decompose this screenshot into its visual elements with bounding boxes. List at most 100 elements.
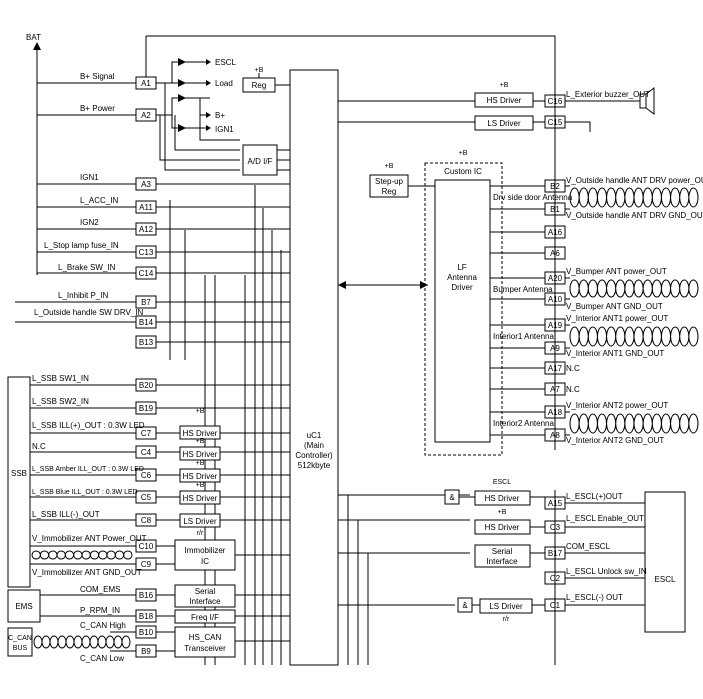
hs-driver-c6: HS Driver: [183, 472, 218, 481]
hs-driver-escl-label: HS Driver: [485, 494, 520, 503]
hscan-label-2: Transceiver: [184, 644, 226, 653]
pin-b16: B16: [135, 588, 157, 602]
load-label: Load: [215, 79, 233, 88]
c7-plusb: +B: [196, 408, 205, 415]
hs-driver-enable-label: HS Driver: [485, 523, 520, 532]
pin-label: B16: [139, 591, 154, 600]
ems-block: [7, 589, 41, 623]
pin-label: A2: [141, 111, 151, 120]
pin-label: B19: [139, 404, 154, 413]
nc2-label: N.C: [566, 385, 580, 394]
lf-label-3: Driver: [451, 283, 473, 292]
pin-b18: B18: [135, 609, 157, 623]
bat-label: BAT: [26, 33, 41, 42]
escl-small-label: ESCL: [493, 479, 511, 486]
c6-plusb: +B: [196, 460, 205, 467]
left-coils: [31, 550, 133, 649]
hs-top-plusb: +B: [500, 82, 509, 89]
pin-b14: B14: [135, 315, 157, 329]
ssb-block: [7, 376, 31, 588]
pin-c13: C13: [135, 245, 157, 259]
and-gate-1-label: &: [449, 493, 455, 502]
pin-label: A12: [139, 225, 154, 234]
escl-unlock-label: L_ESCL Unlock sw_IN: [566, 567, 647, 576]
pin-label: C9: [141, 560, 152, 569]
nc1-label: N.C: [566, 364, 580, 373]
b-signal-label: B+ Signal: [80, 72, 115, 81]
custom-ic-label: Custom IC: [444, 167, 482, 176]
escl-plus-label: L_ESCL(+)OUT: [566, 492, 623, 501]
ad-if-block: [242, 144, 278, 176]
diode-1: [178, 58, 186, 66]
right-connector-pins: C16C15B2B1A16A6A20A10A19A9A17A7A18A8A15C…: [544, 94, 566, 612]
and-gate-2-label: &: [462, 601, 468, 610]
lf-antenna-driver: [434, 179, 491, 443]
pin-b19: B19: [135, 401, 157, 415]
outside-gnd-label: V_Outside handle ANT DRV GND_OUT: [566, 211, 703, 220]
outside-pwr-label: V_Outside handle ANT DRV power_OUT: [566, 176, 703, 185]
serial-right-1: Serial: [492, 547, 513, 556]
pin-label: B9: [141, 647, 151, 656]
hs-driver-c4: HS Driver: [183, 450, 218, 459]
escl-minus-label: L_ESCL(-) OUT: [566, 593, 623, 602]
com-escl-label: COM_ESCL: [566, 542, 611, 551]
ssb-blue-label: L_SSB Blue ILL_OUT : 0.3W LED: [32, 489, 138, 496]
pin-a3: A3: [135, 177, 157, 191]
custom-ic-block: [424, 162, 503, 456]
ssb-ill-minus-label: L_SSB ILL(-)_OUT: [32, 510, 100, 519]
pin-label: C13: [139, 248, 154, 257]
serial-interface-left: [174, 584, 236, 608]
lf-output-wires: [490, 185, 545, 436]
serial-interface-right: [474, 544, 531, 568]
buzzer-icon: [639, 93, 647, 109]
hs-driver-c7: HS Driver: [183, 429, 218, 438]
ssb-sw2-label: L_SSB SW2_IN: [32, 397, 89, 406]
pin-c5: C5: [135, 490, 157, 504]
coil: [569, 279, 699, 298]
c8-gnd: r/r: [197, 530, 204, 537]
uc1-line1: uC1: [307, 431, 322, 440]
pin-label: B7: [141, 298, 151, 307]
pin-c8: C8: [135, 513, 157, 527]
pin-b20: B20: [135, 378, 157, 392]
int2-pwr-label: V_Interior ANT2 power_OUT: [566, 401, 668, 410]
bumper-antenna-label: Bumper Antenna: [493, 285, 553, 294]
pin-label: C7: [141, 429, 152, 438]
pin-label: C8: [141, 516, 152, 525]
left-signal-wires: [15, 82, 290, 652]
hs-can-transceiver: [174, 626, 236, 658]
serial-right-2: Interface: [486, 557, 518, 566]
ls-driver-escl-label: LS Driver: [489, 602, 523, 611]
brake-label: L_Brake SW_IN: [58, 263, 116, 272]
drv-antenna-label: Drv side door Antenna: [493, 193, 573, 202]
escl-block-label: ESCL: [655, 575, 676, 584]
bat-arrowhead: [33, 42, 41, 50]
ssb-ill-out-label: L_SSB ILL(+)_OUT : 0.3W LED: [32, 421, 145, 430]
freq-label: Freq I/F: [191, 613, 219, 622]
escl-top-label: ESCL: [215, 58, 236, 67]
ccan-label-1: C_CAN: [8, 635, 32, 642]
pin-b13: B13: [135, 335, 157, 349]
pin-label: B14: [139, 318, 154, 327]
reg-plusb: +B: [255, 67, 264, 74]
ls-driver-top-label: LS Driver: [487, 119, 521, 128]
hs-enable-plusb: +B: [498, 509, 507, 516]
ign1-label: IGN1: [80, 173, 99, 182]
pin-label: B10: [139, 628, 154, 637]
ls-driver-c8: LS Driver: [183, 517, 217, 526]
uc1-line4: 512kbyte: [298, 461, 331, 470]
pin-a12: A12: [135, 222, 157, 236]
pin-label: A1: [141, 79, 151, 88]
serial-left-2: Interface: [189, 597, 221, 606]
pin-a11: A11: [135, 200, 157, 214]
coil: [569, 413, 699, 434]
diode-4: [178, 124, 186, 132]
diode-2: [178, 79, 186, 87]
bplus-label: B+: [215, 111, 225, 120]
lf-label-2: Antenna: [447, 273, 477, 282]
power-distribution: ESCL Load B+ IGN1: [156, 58, 240, 171]
p-rpm-label: P_RPM_IN: [80, 606, 120, 615]
freq-if-block: [174, 609, 236, 624]
int2-gnd-label: V_Interior ANT2 GND_OUT: [566, 436, 664, 445]
